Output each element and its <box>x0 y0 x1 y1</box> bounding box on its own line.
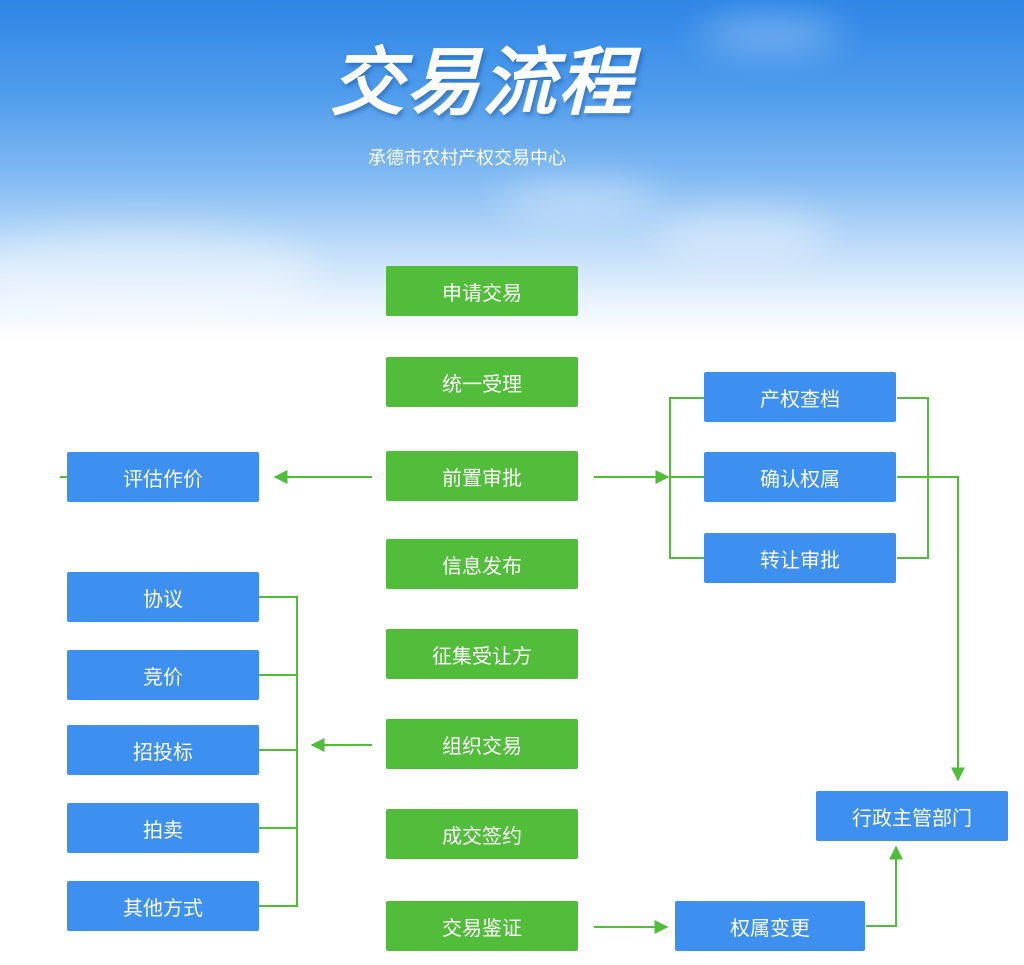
trade-method-item: 竞价 <box>67 650 259 700</box>
arrow-to-admin-dept <box>897 476 965 782</box>
step-certify: 交易鉴证 <box>386 901 578 951</box>
approval-branch-item: 确认权属 <box>704 452 896 502</box>
admin-dept-box: 行政主管部门 <box>816 791 1008 841</box>
trade-method-item: 招投标 <box>67 725 259 775</box>
trade-method-item: 协议 <box>67 572 259 622</box>
step-pre-approval: 前置审批 <box>386 451 578 501</box>
step-solicit: 征集受让方 <box>386 629 578 679</box>
approval-branch-item: 转让审批 <box>704 533 896 583</box>
cloud-decoration <box>500 180 660 220</box>
ownership-change-box: 权属变更 <box>675 901 865 951</box>
step-publish: 信息发布 <box>386 539 578 589</box>
arrow-ownership-to-admin <box>866 845 903 927</box>
trade-methods-bracket <box>259 596 298 907</box>
cloud-decoration <box>0 230 320 320</box>
step-organize: 组织交易 <box>386 719 578 769</box>
trade-method-item: 拍卖 <box>67 803 259 853</box>
page-title: 交易流程 <box>330 40 634 126</box>
evaluation-box: 评估作价 <box>67 452 259 502</box>
step-sign: 成交签约 <box>386 809 578 859</box>
approval-branch-item: 产权查档 <box>704 372 896 422</box>
cloud-decoration <box>700 20 840 50</box>
page-subtitle: 承德市农村产权交易中心 <box>368 148 566 169</box>
step-accept: 统一受理 <box>386 357 578 407</box>
trade-method-item: 其他方式 <box>67 881 259 931</box>
cloud-decoration <box>650 210 830 260</box>
step-apply: 申请交易 <box>386 266 578 316</box>
